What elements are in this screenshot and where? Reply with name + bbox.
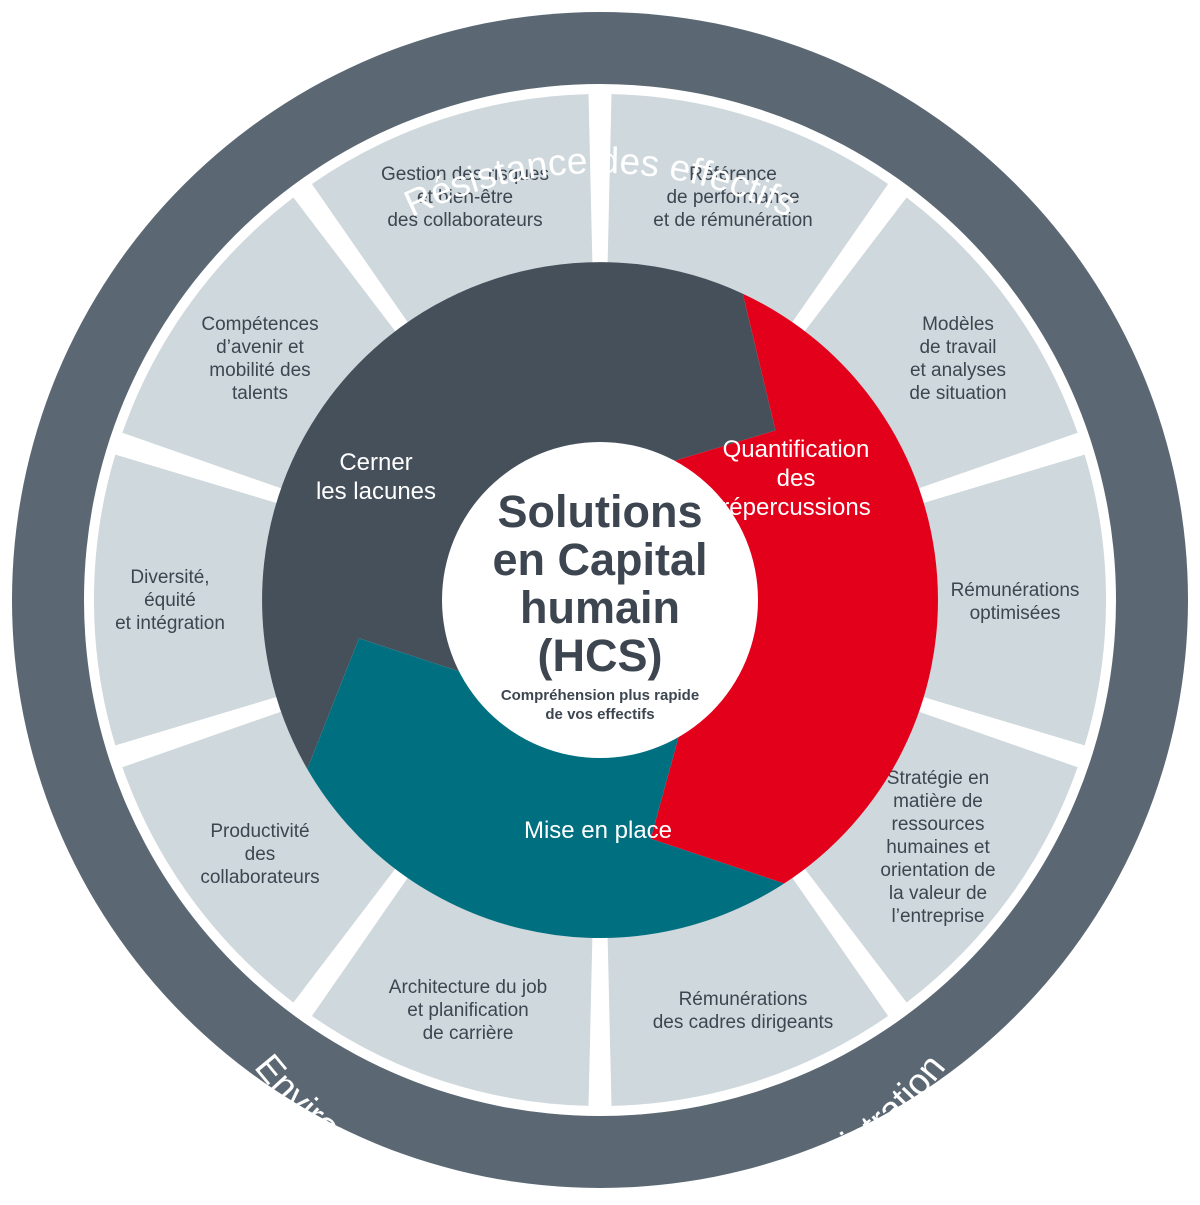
inner-label-line: Quantification <box>723 436 870 463</box>
segment-label-line: et analyses <box>910 360 1006 381</box>
center-title-line: (HCS) <box>538 630 663 681</box>
inner-sector-1 <box>262 262 776 769</box>
segment-label-line: Architecture du job <box>389 977 547 998</box>
segment-label-line: Gestion des risques <box>381 164 549 185</box>
inner-label-line: les lacunes <box>316 478 436 505</box>
segment-label-line: humaines et <box>886 837 990 858</box>
inner-label-line: des <box>777 465 816 492</box>
segment-label-line: Diversité, <box>130 567 209 588</box>
segment-label-line: Rémunérations <box>679 989 808 1010</box>
center-title-line: humain <box>520 582 680 633</box>
segment-5 <box>801 709 1078 1003</box>
center-title: Solutions en Capital humain (HCS) <box>492 486 707 681</box>
segment-3 <box>801 197 1078 491</box>
segment-label-line: de situation <box>909 383 1006 404</box>
segment-label-line: et planification <box>407 1000 528 1021</box>
segment-9 <box>93 454 282 746</box>
segment-label-line: la valeur de <box>889 883 987 904</box>
segment-label-line: talents <box>232 383 288 404</box>
segment-label-line: orientation de <box>880 860 995 881</box>
segment-1 <box>311 94 593 327</box>
segment-label-line: mobilité des <box>209 360 310 381</box>
segment-label-line: de travail <box>919 337 996 358</box>
segment-label-line: Stratégie en <box>887 768 989 789</box>
segment-label-line: collaborateurs <box>200 867 319 888</box>
segment-4 <box>918 454 1107 746</box>
inner-sector-3-label: Mise en place <box>524 817 672 844</box>
segment-label-line: des collaborateurs <box>387 210 542 231</box>
inner-sector-2 <box>650 293 938 884</box>
segment-label-line: des <box>245 844 276 865</box>
segment-label-line: ressources <box>892 814 985 835</box>
segment-label-line: Référence <box>689 164 777 185</box>
center-subtitle: Compréhension plus rapide de vos effecti… <box>501 687 699 723</box>
segment-label-line: optimisées <box>970 603 1061 624</box>
segment-8 <box>122 709 399 1003</box>
inner-label-line: Mise en place <box>524 817 672 844</box>
segment-label-line: l’entreprise <box>892 906 985 927</box>
segment-label-line: Compétences <box>201 314 318 335</box>
segment-label-line: et de rémunération <box>653 210 813 231</box>
center-title-line: en Capital <box>492 534 707 585</box>
segment-6 <box>607 873 889 1106</box>
segment-7 <box>311 873 593 1106</box>
segment-label-line: de carrière <box>423 1023 514 1044</box>
center-subtitle-line: de vos effectifs <box>545 706 654 723</box>
segment-label-line: matière de <box>893 791 983 812</box>
segment-label-line: Modèles <box>922 314 994 335</box>
segment-label-line: des cadres dirigeants <box>653 1012 834 1033</box>
center-title-line: Solutions <box>498 486 703 537</box>
segment-label-line: d’avenir et <box>216 337 304 358</box>
segment-10 <box>122 197 399 491</box>
inner-label-line: Cerner <box>339 449 412 476</box>
segment-2 <box>607 94 889 327</box>
segment-label-line: équité <box>144 590 196 611</box>
inner-label-line: répercussions <box>721 494 870 521</box>
center-subtitle-line: Compréhension plus rapide <box>501 687 699 704</box>
segment-label-line: Rémunérations <box>951 580 1080 601</box>
segment-label-line: et bien-être <box>417 187 513 208</box>
inner-sector-3 <box>307 638 785 939</box>
segment-label-line: de performance <box>666 187 799 208</box>
segment-label-line: Productivité <box>210 821 309 842</box>
center-circle <box>442 442 758 758</box>
segment-label-line: et intégration <box>115 613 225 634</box>
